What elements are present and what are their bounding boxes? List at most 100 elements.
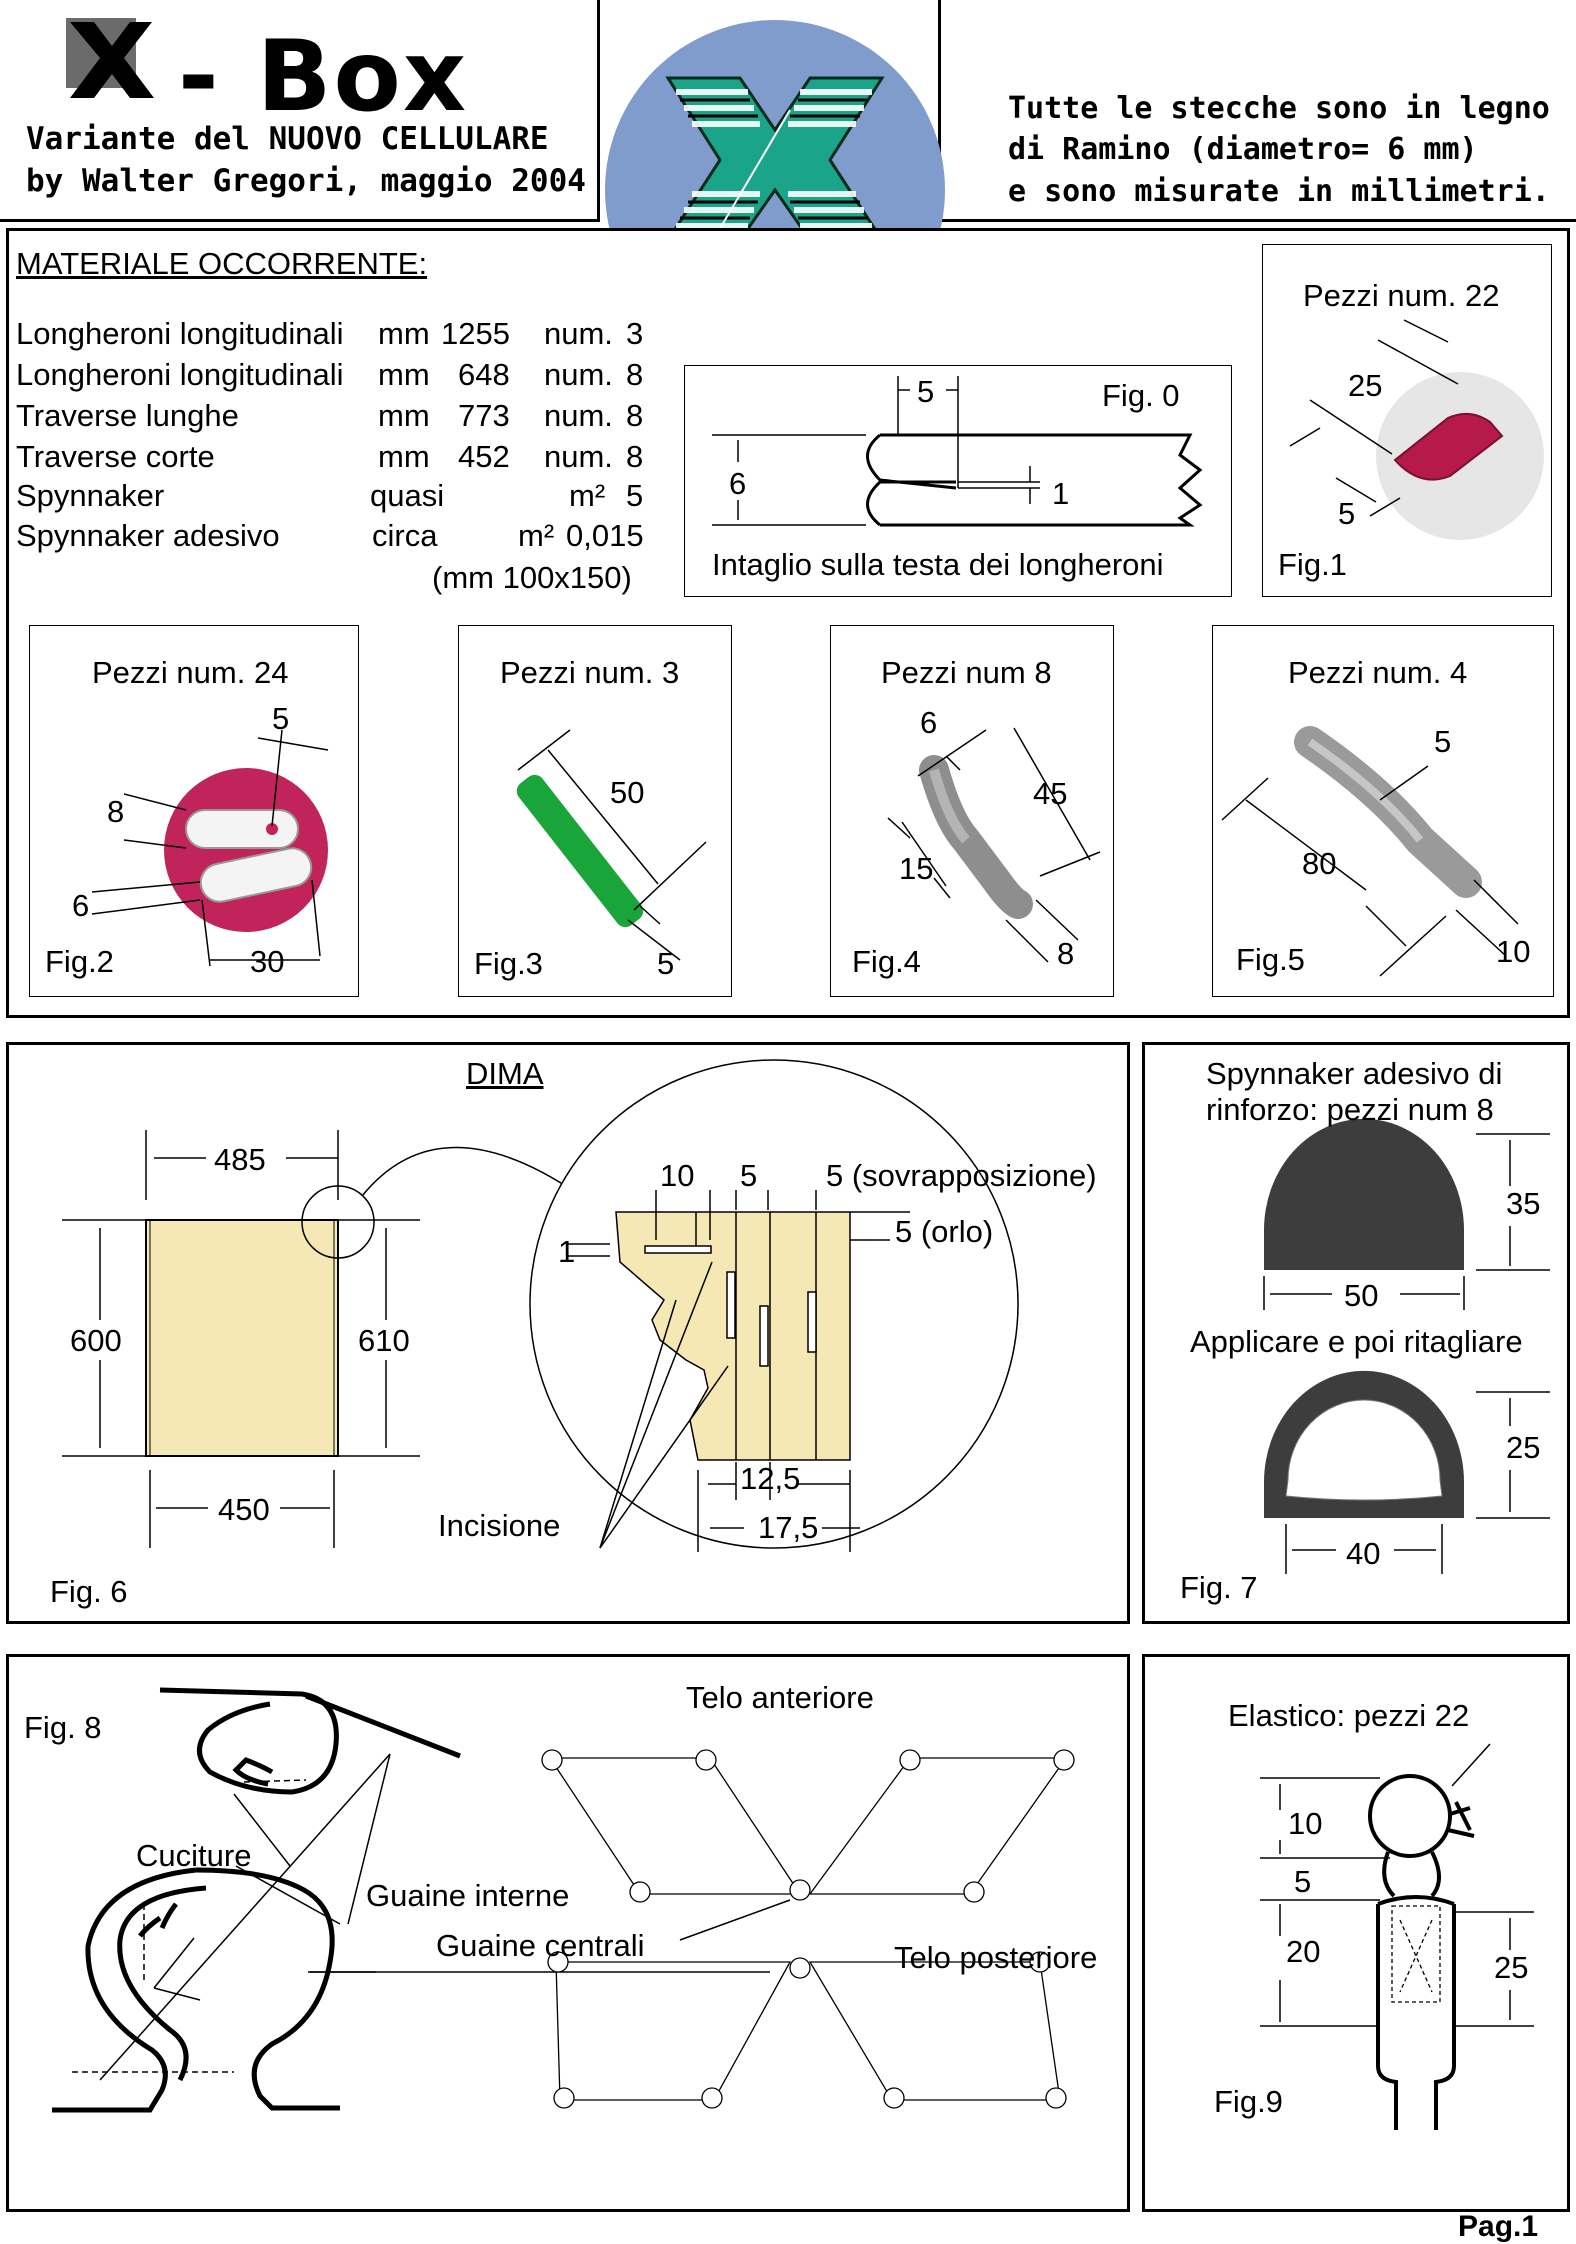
fig5-dim-c: 10 — [1496, 934, 1531, 969]
mat-value: 648 — [458, 357, 510, 392]
fig0-dim-right: 1 — [1052, 476, 1070, 511]
fig4-label: Fig.4 — [852, 944, 921, 979]
fig6-h-right: 610 — [358, 1323, 410, 1358]
fig3-label: Fig.3 — [474, 946, 543, 981]
fig4-dim-d: 8 — [1057, 936, 1075, 971]
fig9-label: Fig.9 — [1214, 2084, 1283, 2119]
mat-qty: 8 — [626, 357, 644, 392]
fig5-title: Pezzi num. 4 — [1288, 655, 1468, 690]
fig6-title: DIMA — [466, 1056, 544, 1091]
fig7-h2: 25 — [1506, 1430, 1541, 1465]
header-note-box — [938, 0, 1576, 222]
fig2-dim-top: 5 — [272, 701, 290, 736]
mat-name: Longheroni longitudinali — [16, 357, 344, 392]
fig4-dim-c: 15 — [899, 851, 934, 886]
fig8-label: Fig. 8 — [24, 1710, 102, 1745]
fig2-dim-a: 8 — [107, 794, 125, 829]
mat-qty-label: num. — [544, 357, 613, 392]
header-note: Tutte le stecche sono in legno di Ramino… — [1008, 91, 1550, 209]
mat-qty: 8 — [626, 398, 644, 433]
fig3-dim-len: 50 — [610, 775, 645, 810]
fig4-title: Pezzi num 8 — [881, 655, 1052, 690]
fig1-dim-a: 25 — [1348, 368, 1383, 403]
fig1-title: Pezzi num. 22 — [1303, 278, 1500, 313]
mat-qty: 3 — [626, 316, 644, 351]
materials-note: (mm 100x150) — [432, 560, 632, 595]
mat-unit: mm — [378, 316, 430, 351]
mat-name: Traverse lunghe — [16, 398, 239, 433]
mat-unit: mm — [378, 439, 430, 474]
fig7-w2: 40 — [1346, 1536, 1381, 1571]
mat-unit: quasi — [370, 478, 445, 513]
fig0-label: Fig. 0 — [1102, 378, 1180, 413]
mat-qty: 5 — [626, 478, 644, 513]
fig9-title: Elastico: pezzi 22 — [1228, 1698, 1470, 1733]
fig1-label: Fig.1 — [1278, 547, 1347, 582]
fig9-d20: 20 — [1286, 1934, 1321, 1969]
fig6-w-bottom: 450 — [218, 1492, 270, 1527]
mat-qty: 0,015 — [566, 518, 644, 553]
page-number: Pag.1 — [1458, 2210, 1539, 2243]
fig2-label: Fig.2 — [45, 944, 114, 979]
fig8-inner: Guaine interne — [366, 1878, 570, 1913]
fig6-overlap: 5 (sovrapposizione) — [826, 1158, 1097, 1193]
fig0-dim-top: 5 — [917, 374, 935, 409]
fig2-dim-bottom: 30 — [250, 944, 285, 979]
mat-qty-label: num. — [544, 439, 613, 474]
fig5-dim-a: 5 — [1434, 724, 1452, 759]
fig1-dim-b: 5 — [1338, 496, 1356, 531]
mat-value: 452 — [458, 439, 510, 474]
mat-qty-label: m² — [518, 518, 555, 553]
fig2-dim-b: 6 — [72, 888, 90, 923]
fig2-title: Pezzi num. 24 — [92, 655, 289, 690]
fig6-d5: 5 — [740, 1158, 758, 1193]
fig6-hem: 5 (orlo) — [895, 1214, 994, 1249]
fig6-d1: 1 — [558, 1234, 576, 1269]
fig6-label: Fig. 6 — [50, 1574, 128, 1609]
fig6-h-left: 600 — [70, 1323, 122, 1358]
fig0-dim-left: 6 — [729, 466, 747, 501]
mat-qty-label: m² — [569, 478, 606, 513]
subtitle-1: Variante del NUOVO CELLULARE — [26, 121, 549, 157]
materials-heading: MATERIALE OCCORRENTE: — [16, 246, 428, 281]
fig8-back: Telo posteriore — [894, 1940, 1098, 1975]
subtitle-2: by Walter Gregori, maggio 2004 — [26, 163, 586, 199]
mat-value: 1255 — [441, 316, 510, 351]
mat-name: Spynnaker adesivo — [16, 518, 280, 553]
fig3-dim-d: 5 — [657, 946, 675, 981]
fig9-d10: 10 — [1288, 1806, 1323, 1841]
logo-title: - Box — [178, 20, 469, 134]
mat-name: Traverse corte — [16, 439, 215, 474]
fig9-d5: 5 — [1294, 1864, 1312, 1899]
mat-qty: 8 — [626, 439, 644, 474]
fig6-d10: 10 — [660, 1158, 695, 1193]
mat-unit: mm — [378, 357, 430, 392]
mat-name: Longheroni longitudinali — [16, 316, 344, 351]
fig6-d175: 17,5 — [758, 1510, 819, 1545]
fig8-seams: Cuciture — [136, 1838, 252, 1873]
fig6-d125: 12,5 — [740, 1461, 801, 1496]
mat-name: Spynnaker — [16, 478, 165, 513]
fig7-label: Fig. 7 — [1180, 1570, 1258, 1605]
fig6-w-top: 485 — [214, 1142, 266, 1177]
mat-qty-label: num. — [544, 398, 613, 433]
fig7-instr: Applicare e poi ritagliare — [1190, 1324, 1523, 1359]
fig3-title: Pezzi num. 3 — [500, 655, 680, 690]
fig8-central: Guaine centrali — [436, 1928, 645, 1963]
mat-unit: circa — [372, 518, 438, 553]
fig0-caption: Intaglio sulla testa dei longheroni — [712, 547, 1164, 582]
fig5-label: Fig.5 — [1236, 942, 1305, 977]
logo-icon — [66, 18, 154, 98]
fig7-title-2: rinforzo: pezzi num 8 — [1206, 1092, 1494, 1127]
fig9-d25: 25 — [1494, 1950, 1529, 1985]
mat-unit: mm — [378, 398, 430, 433]
fig7-title-1: Spynnaker adesivo di — [1206, 1056, 1503, 1091]
fig6-panel — [6, 1042, 1130, 1624]
mat-value: 773 — [458, 398, 510, 433]
fig5-dim-b: 80 — [1302, 846, 1337, 881]
fig4-dim-a: 6 — [920, 705, 938, 740]
fig8-front: Telo anteriore — [686, 1680, 874, 1715]
mat-qty-label: num. — [544, 316, 613, 351]
fig9-panel — [1142, 1654, 1570, 2212]
fig7-h1: 35 — [1506, 1186, 1541, 1221]
